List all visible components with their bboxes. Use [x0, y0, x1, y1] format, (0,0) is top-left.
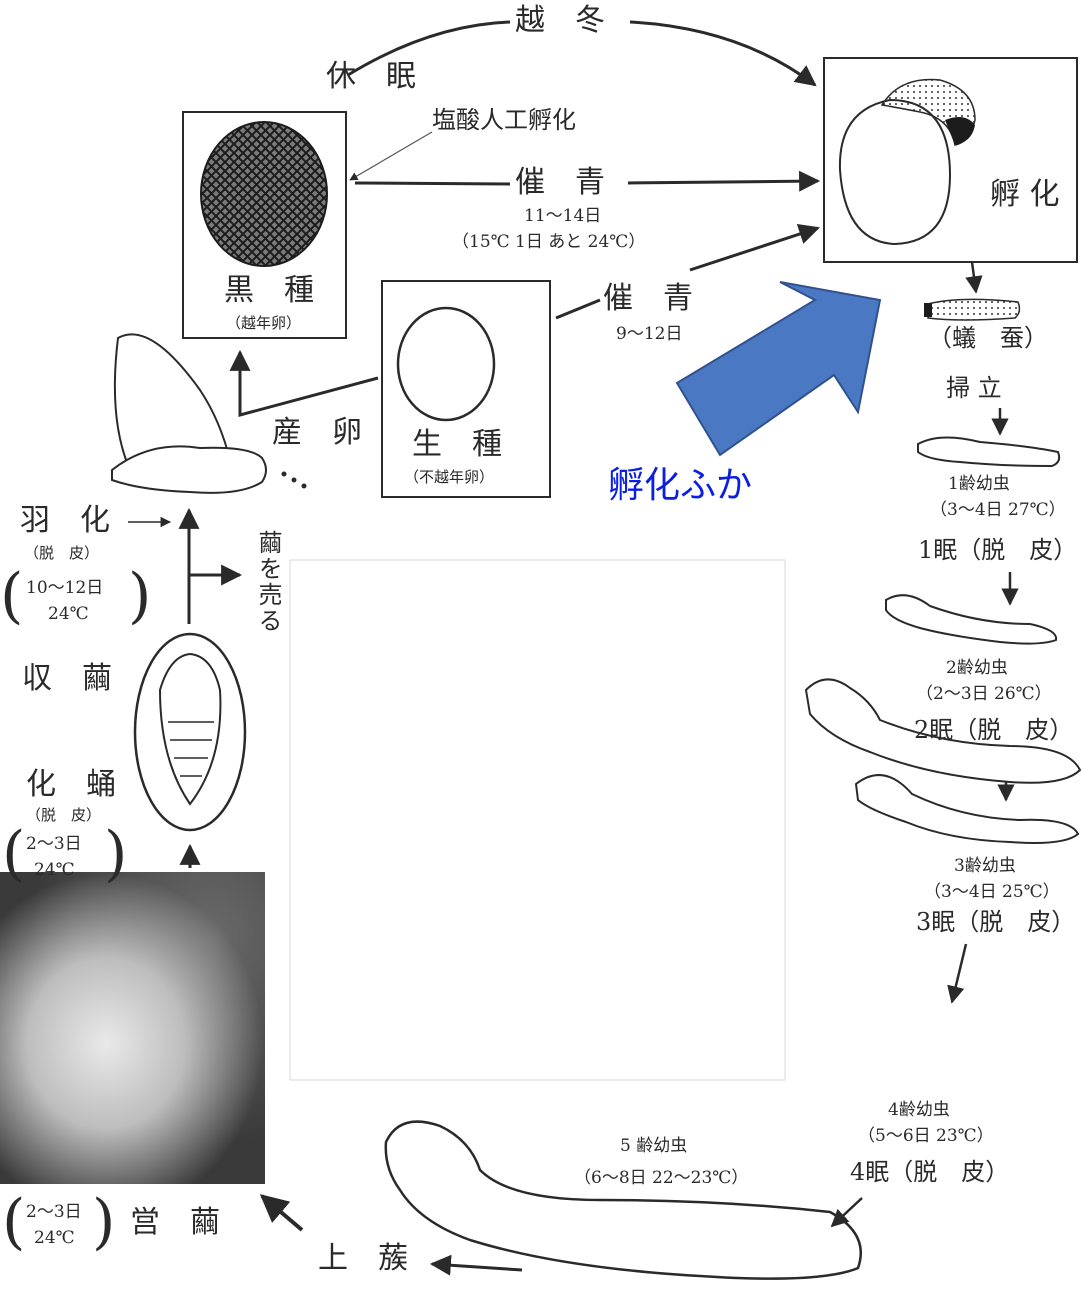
laying-arrow — [229, 349, 379, 417]
annotation-arrow — [675, 281, 882, 457]
incubation-mid-days: 9～12日 — [616, 324, 683, 344]
pupation-sub: （脱 皮） — [26, 806, 102, 824]
ant-silkworm-head — [924, 303, 932, 317]
harvest-label: 収 繭 — [22, 661, 112, 696]
instar4-cond: （5～6日 23℃） — [858, 1126, 994, 1146]
black-egg-title: 黒 種 — [224, 273, 314, 308]
hatching-label: 孵 化 — [990, 177, 1060, 212]
incubation-top-temp: （15℃ 1日 あと 24℃） — [452, 232, 646, 252]
pupation-cond-2: 24℃ — [34, 860, 75, 880]
hcl-hatching-label: 塩酸人工孵化 — [432, 106, 576, 134]
incubation-top-days: 11～14日 — [524, 206, 602, 226]
pupa — [158, 652, 222, 806]
raw-egg-title: 生 種 — [412, 427, 502, 462]
cocoon-photo — [0, 872, 265, 1184]
emergence-cond-1: 10～12日 — [26, 578, 104, 598]
molt3-label: 3眠（脱 皮） — [916, 908, 1076, 936]
raw-egg-sub: （不越年卵） — [404, 468, 495, 486]
larva-3 — [854, 774, 1080, 844]
instar1-cond: （3～4日 27℃） — [930, 500, 1066, 520]
cocoon-spin-paren-right: ) — [92, 1187, 116, 1257]
dormancy-label: 休 眠 — [326, 59, 416, 94]
moth-egg-dots — [281, 471, 287, 477]
larva-5 — [384, 1120, 863, 1280]
moth-egg-dot — [301, 483, 307, 489]
instar1-label: 1齢幼虫 — [948, 474, 1010, 494]
black-egg — [200, 121, 328, 267]
larva-1 — [917, 436, 1061, 468]
emergence-cond-2: 24℃ — [48, 604, 89, 624]
mounting-arrow — [429, 1254, 523, 1276]
moth-body — [111, 445, 267, 494]
molt1-label: 1眠（脱 皮） — [918, 536, 1078, 564]
instar3-cond: （3～4日 25℃） — [924, 882, 1060, 902]
emergence-label: 羽 化 — [20, 503, 110, 538]
instar2-label: 2齢幼虫 — [946, 658, 1008, 678]
instar5-cond: （6～8日 22～23℃） — [574, 1168, 749, 1188]
cocoon-spin-cond-1: 2～3日 — [26, 1202, 82, 1222]
larva-2 — [885, 594, 1058, 645]
overwinter-label: 越 冬 — [515, 3, 605, 38]
molt2-label: 2眠（脱 皮） — [914, 716, 1074, 744]
mounting-label: 上 蔟 — [318, 1241, 408, 1276]
pupa-segments — [168, 721, 214, 777]
annotation-label: 孵化ふか — [608, 465, 753, 506]
incubation-top-arrow-b — [627, 170, 821, 192]
emergence-sub: （脱 皮） — [24, 544, 100, 562]
overwinter-arrow — [347, 20, 511, 77]
incubation-mid-arrow-b — [689, 223, 820, 272]
molt4-arrow — [830, 1197, 863, 1228]
larva-4 — [804, 678, 1082, 784]
instar3-label: 3齢幼虫 — [954, 856, 1016, 876]
instar5-label: 5 齢幼虫 — [620, 1136, 688, 1156]
emergence-paren-right: ) — [128, 561, 152, 631]
emergence-paren-left: ( — [0, 561, 24, 631]
raw-egg — [396, 306, 496, 422]
black-egg-sub: （越年卵） — [226, 314, 302, 332]
instar4-label: 4齢幼虫 — [888, 1100, 950, 1120]
incubation-top-arrow-a — [354, 181, 511, 186]
hatching-larva-head — [945, 116, 975, 145]
overwinter-arrow-2 — [629, 20, 817, 87]
cocoon-spin-label: 営 繭 — [130, 1205, 220, 1240]
instar2-cond: （2～3日 26℃） — [916, 684, 1052, 704]
molt4-label: 4眠（脱 皮） — [850, 1158, 1010, 1186]
sweeping-label: 掃 立 — [946, 374, 1002, 402]
ant-silkworm — [927, 298, 1021, 321]
cocoon-spin-cond-2: 24℃ — [34, 1228, 75, 1248]
cocoon-spin-paren-left: ( — [2, 1187, 26, 1257]
hatch-down-arrow — [965, 261, 983, 294]
pupation-label: 化 蛹 — [26, 767, 116, 802]
pupation-paren-right: ) — [104, 819, 128, 889]
incubation-mid-arrow-a — [555, 298, 601, 320]
pupation-cond-1: 2～3日 — [26, 834, 82, 854]
ant-silkworm-label: （蟻 蚕） — [928, 324, 1048, 352]
incubation-top-label: 催 青 — [515, 165, 605, 200]
hatching-egg — [838, 98, 952, 246]
incubation-mid-label: 催 青 — [603, 281, 693, 316]
moth-egg-dot — [291, 477, 297, 483]
molt3-arrow — [947, 943, 968, 1004]
hcl-arrow — [349, 131, 433, 181]
cocoon-spin-arrow — [259, 1194, 304, 1232]
inset-region — [289, 559, 786, 1081]
laying-label: 産 卵 — [272, 415, 362, 450]
sell-cocoon-label: 繭を売る — [254, 530, 282, 634]
pupation-paren-left: ( — [2, 819, 26, 889]
